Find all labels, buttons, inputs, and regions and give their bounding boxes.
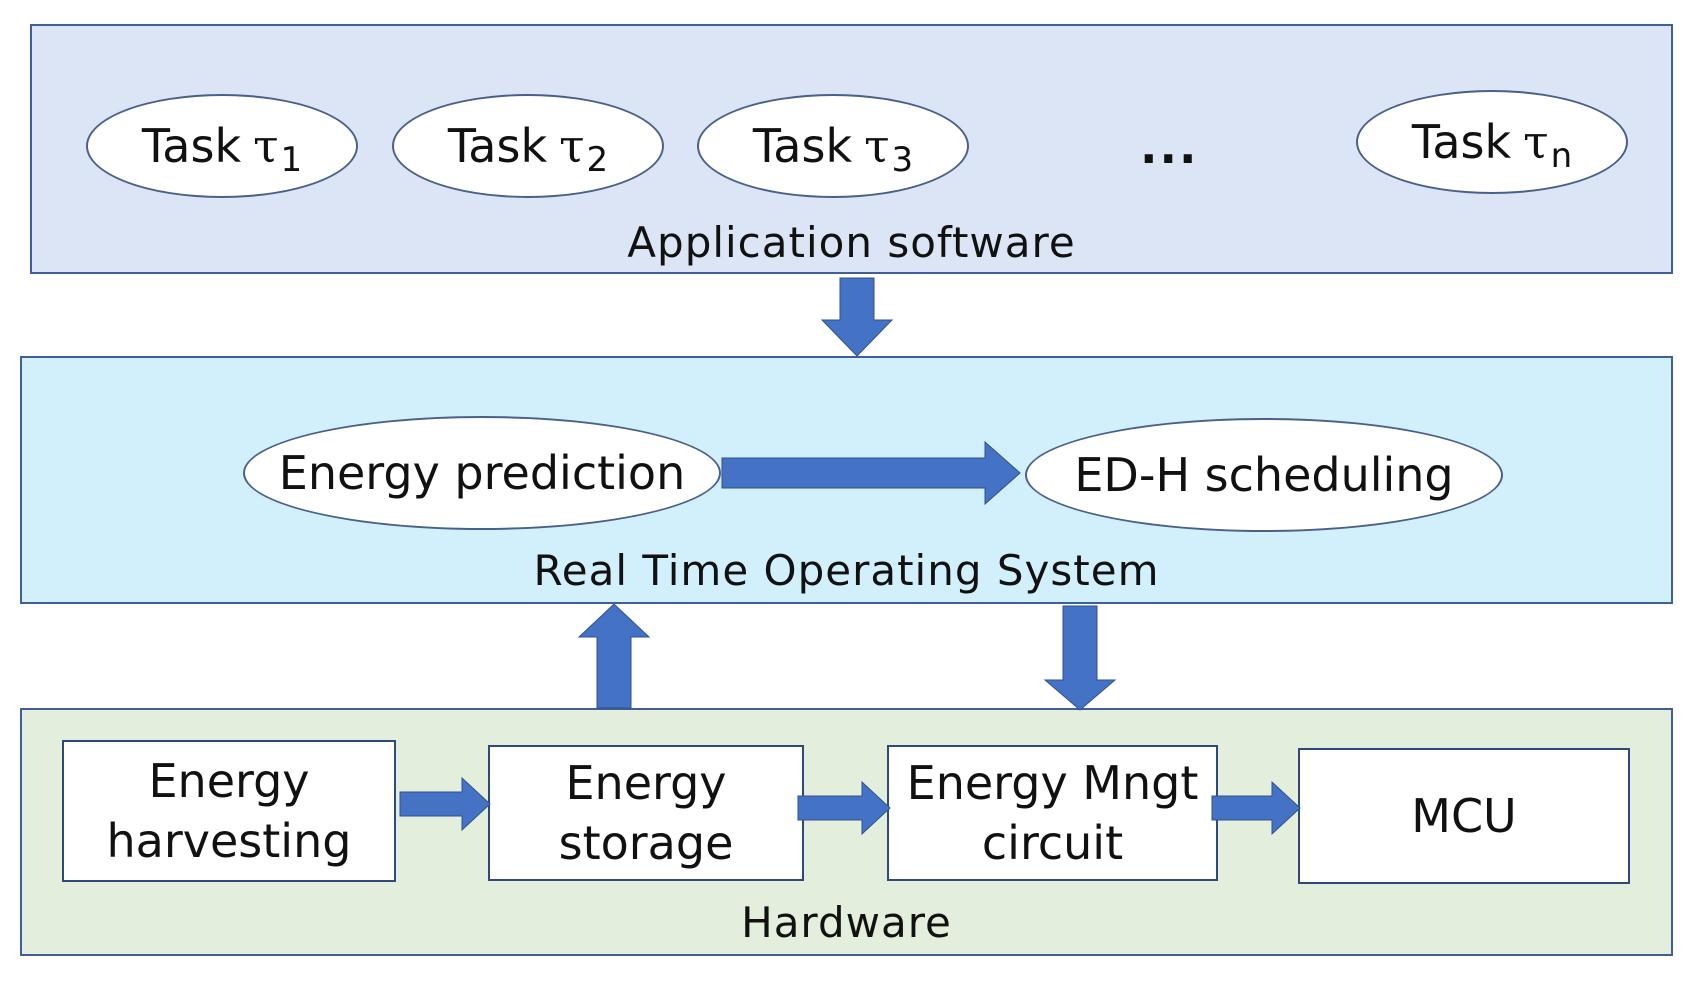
energy-mngt-circuit-line2: circuit bbox=[981, 816, 1124, 870]
task-2-symbol: τ bbox=[559, 119, 585, 173]
task-2-subscript: 2 bbox=[586, 140, 609, 180]
application-layer-label: Application software bbox=[627, 218, 1076, 267]
task-n-subscript: n bbox=[1550, 136, 1573, 176]
task-1-symbol: τ bbox=[253, 119, 279, 173]
ed-h-scheduling-label: ED-H scheduling bbox=[1074, 448, 1454, 502]
task-3-subscript: 3 bbox=[891, 140, 914, 180]
task-1-subscript: 1 bbox=[280, 140, 303, 180]
energy-storage-line2: storage bbox=[558, 816, 734, 870]
energy-storage-line1: Energy bbox=[565, 756, 727, 810]
hardware-layer-label: Hardware bbox=[741, 898, 952, 947]
energy-harvesting-line2: harvesting bbox=[106, 814, 352, 868]
task-3-prefix: Task bbox=[752, 119, 853, 173]
arrow-app-to-rtos bbox=[820, 277, 894, 357]
mcu-label: MCU bbox=[1411, 789, 1517, 843]
task-2-prefix: Task bbox=[447, 119, 548, 173]
arrow-hardware-to-rtos bbox=[577, 603, 651, 709]
arrow-rtos-to-hardware bbox=[1043, 605, 1117, 711]
mcu-box: MCU bbox=[1298, 748, 1630, 884]
energy-mngt-circuit-line1: Energy Mngt bbox=[906, 756, 1199, 810]
energy-prediction-label: Energy prediction bbox=[278, 446, 686, 500]
task-n-prefix: Task bbox=[1411, 115, 1512, 169]
energy-storage-box: Energy storage bbox=[488, 745, 804, 881]
energy-harvesting-box: Energy harvesting bbox=[62, 740, 396, 882]
tasks-ellipsis: ... bbox=[1140, 120, 1199, 174]
task-3-symbol: τ bbox=[864, 119, 890, 173]
task-1-prefix: Task bbox=[141, 119, 242, 173]
energy-harvesting-line1: Energy bbox=[148, 754, 310, 808]
task-n-symbol: τ bbox=[1523, 115, 1549, 169]
ed-h-scheduling-oval: ED-H scheduling bbox=[1025, 418, 1503, 532]
rtos-layer-label: Real Time Operating System bbox=[533, 546, 1160, 595]
energy-mngt-circuit-box: Energy Mngt circuit bbox=[887, 745, 1218, 881]
energy-prediction-oval: Energy prediction bbox=[243, 416, 721, 530]
